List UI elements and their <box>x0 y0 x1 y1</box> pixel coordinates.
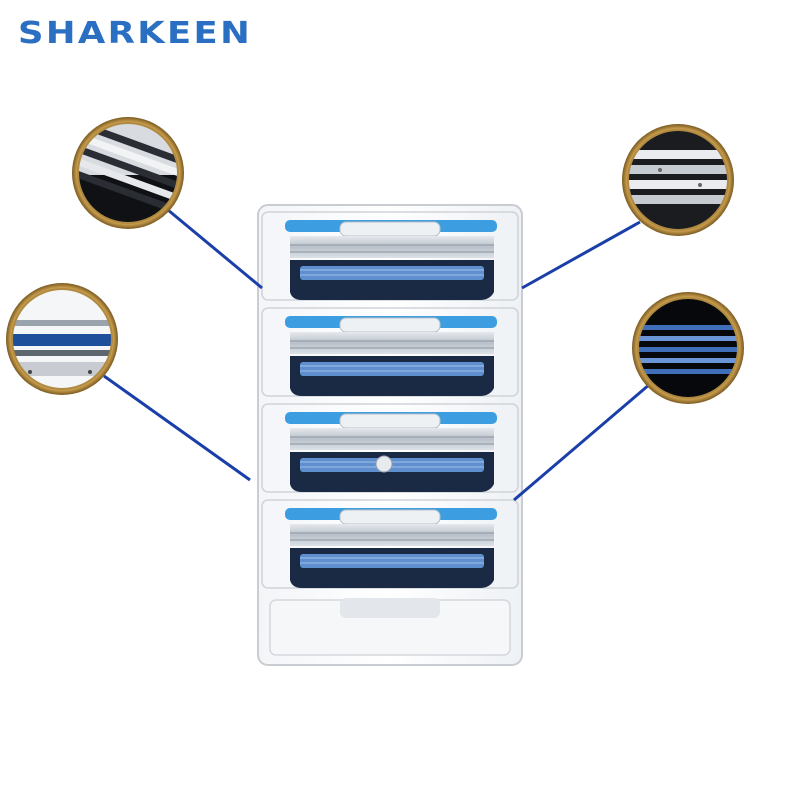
callout-leader-line <box>513 382 651 502</box>
razor-cartridge <box>261 499 519 589</box>
razor-cartridge <box>261 307 519 397</box>
callout-leader-line <box>103 374 251 482</box>
razor-cartridge <box>261 403 519 493</box>
brand-logo: SHARKEEN <box>18 16 253 51</box>
callout-leader-line <box>167 208 263 290</box>
steel-blades-callout <box>622 124 734 236</box>
comfort-guard-callout <box>632 292 744 404</box>
blade-closeup-callout <box>72 117 184 229</box>
callout-leader-line <box>521 220 641 290</box>
lubricating-strip-callout <box>6 283 118 395</box>
razor-cartridge <box>261 211 519 301</box>
